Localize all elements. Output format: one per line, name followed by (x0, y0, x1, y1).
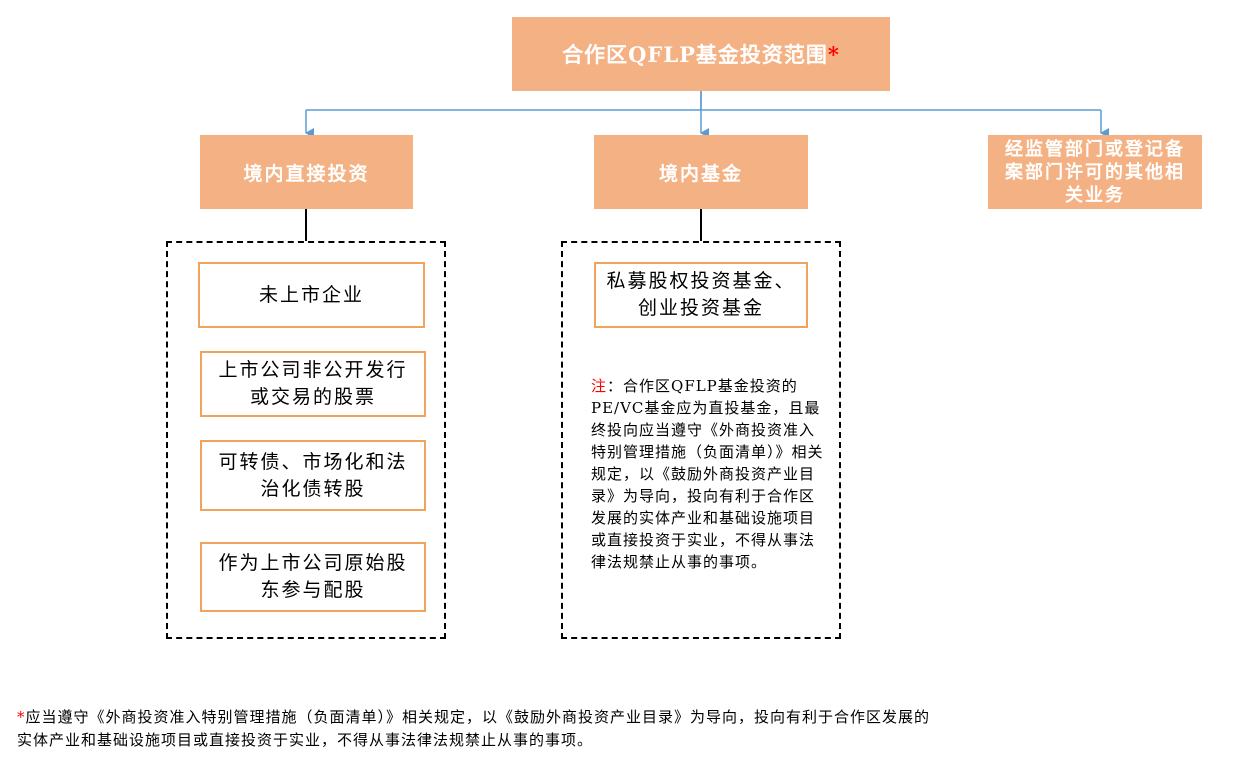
fund-group (561, 241, 841, 639)
direct-item-box: 未上市企业 (198, 262, 425, 328)
diagram-title: 合作区QFLP基金投资范围 (562, 42, 828, 67)
category-domestic-fund: 境内基金 (594, 135, 808, 209)
direct-item-box: 作为上市公司原始股东参与配股 (200, 542, 426, 612)
fund-note: 注：合作区QFLP基金投资的PE/VC基金应为直投基金，且最终投向应当遵守《外商… (591, 375, 827, 573)
category-label: 境内基金 (658, 162, 743, 185)
footnote: *应当遵守《外商投资准入特别管理措施（负面清单）》相关规定，以《鼓励外商投资产业… (17, 706, 937, 752)
footnote-asterisk: * (17, 708, 26, 726)
direct-item-label: 作为上市公司原始股东参与配股 (218, 552, 408, 601)
direct-item-label: 未上市企业 (258, 283, 364, 306)
category-label: 境内直接投资 (243, 162, 370, 185)
note-mark: 注 (591, 377, 608, 395)
diagram-title-box: 合作区QFLP基金投资范围* (512, 17, 890, 91)
category-other-business: 经监管部门或登记备案部门许可的其他相关业务 (988, 135, 1202, 209)
direct-item-box: 上市公司非公开发行或交易的股票 (200, 351, 426, 417)
note-text: ：合作区QFLP基金投资的PE/VC基金应为直投基金，且最终投向应当遵守《外商投… (591, 377, 824, 571)
direct-item-label: 上市公司非公开发行或交易的股票 (218, 359, 408, 408)
category-label: 经监管部门或登记备案部门许可的其他相关业务 (1005, 138, 1185, 206)
direct-item-box: 可转债、市场化和法治化债转股 (200, 440, 426, 511)
direct-item-label: 可转债、市场化和法治化债转股 (218, 450, 408, 500)
title-asterisk: * (827, 41, 840, 67)
fund-item-box: 私募股权投资基金、创业投资基金 (594, 262, 808, 328)
fund-item-label: 私募股权投资基金、创业投资基金 (606, 270, 796, 319)
direct-investment-group (166, 241, 446, 639)
footnote-text: 应当遵守《外商投资准入特别管理措施（负面清单）》相关规定，以《鼓励外商投资产业目… (17, 708, 931, 749)
category-domestic-direct-investment: 境内直接投资 (200, 135, 413, 209)
